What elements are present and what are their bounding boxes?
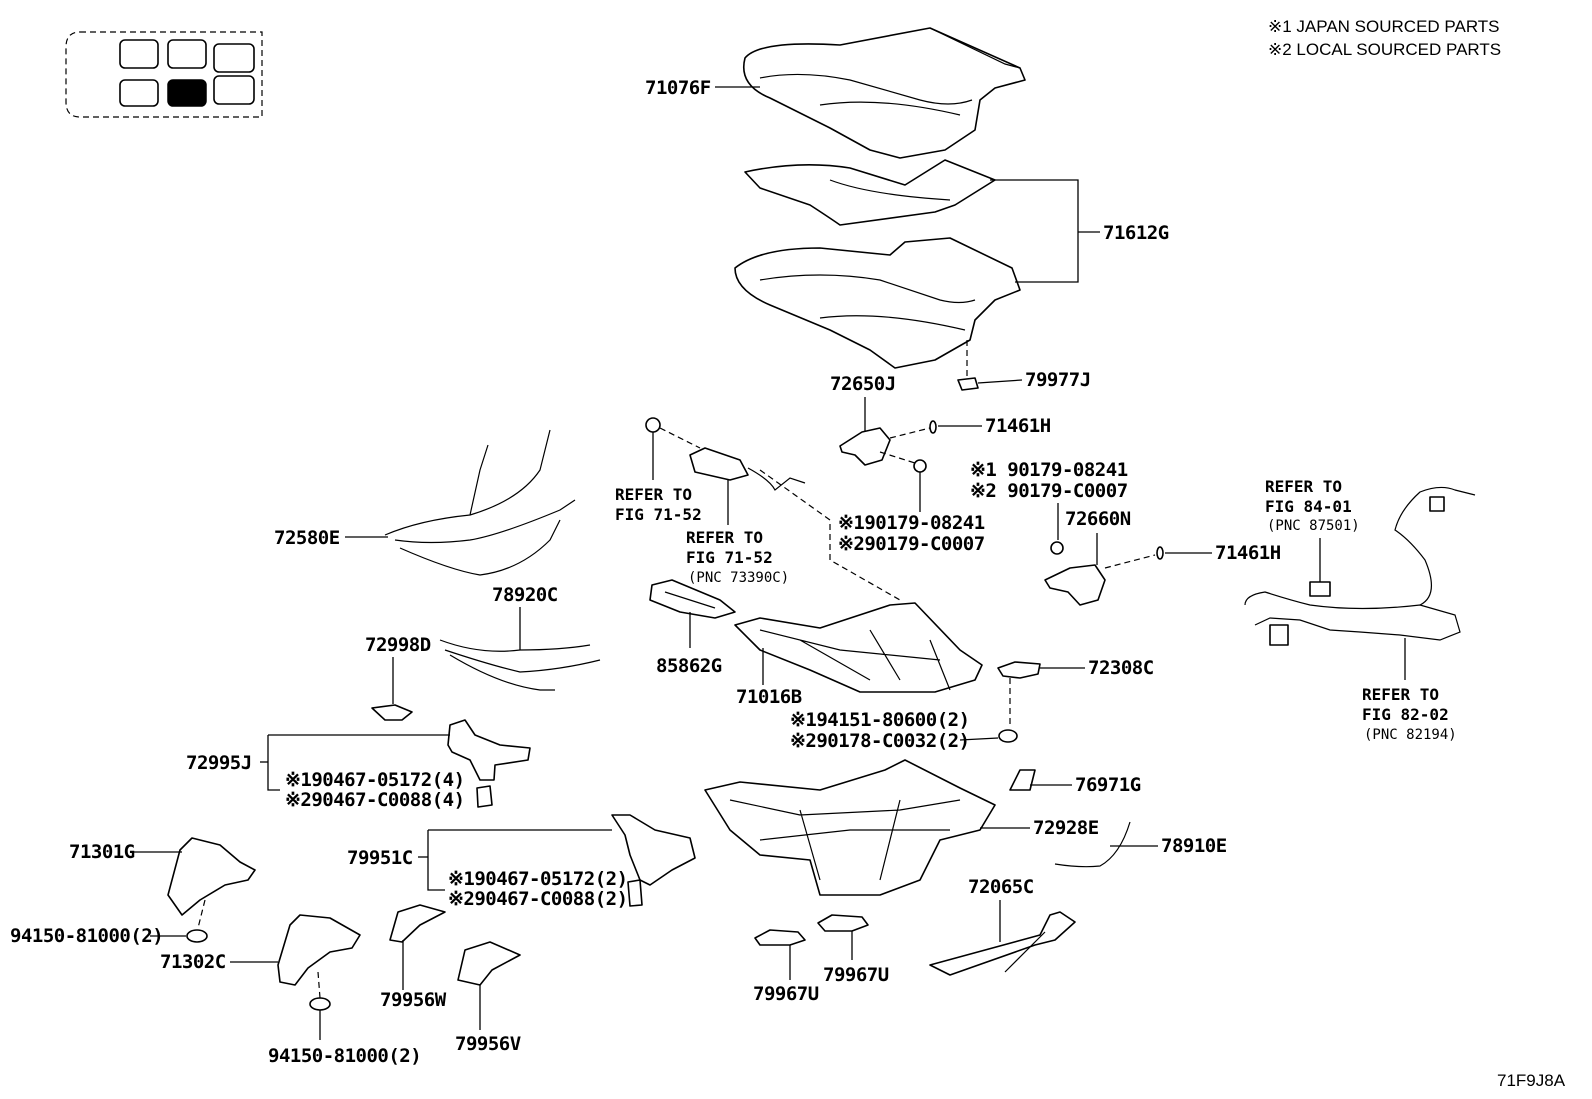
label-bolt-94150-81000-upper: 94150-81000(2) bbox=[10, 925, 163, 947]
label-85862G: 85862G bbox=[656, 655, 722, 677]
label-71302C: 71302C bbox=[160, 951, 226, 973]
ref-fig-71-52-b-line2: FIG 71-52 bbox=[686, 548, 773, 567]
seat-cushion-cover-drawing bbox=[743, 27, 1026, 159]
label-78910E: 78910E bbox=[1161, 835, 1227, 857]
label-72650J: 72650J bbox=[830, 373, 896, 395]
label-71301G: 71301G bbox=[69, 841, 135, 863]
ref-fig-71-52-b-line1: REFER TO bbox=[686, 528, 763, 547]
figure-id: 71F9J8A bbox=[1497, 1071, 1566, 1090]
callout-90179-08241-a: ※190179-08241 bbox=[838, 512, 985, 534]
callout-90467-05172-2: ※190467-05172(2) bbox=[448, 868, 628, 890]
callout-90179-08241-b: ※1 90179-08241 bbox=[970, 459, 1128, 481]
label-79951C: 79951C bbox=[347, 847, 413, 869]
seat-location-map bbox=[65, 31, 263, 118]
label-79977J: 79977J bbox=[1025, 369, 1091, 391]
ref-fig-84-01-line2: FIG 84-01 bbox=[1265, 497, 1352, 516]
callout-90467-C0088-2: ※290467-C0088(2) bbox=[448, 888, 628, 910]
ref-fig-71-52-a-line2: FIG 71-52 bbox=[615, 505, 702, 524]
seat-cushion-pad-drawing bbox=[734, 159, 1021, 369]
label-71461H-lower: 71461H bbox=[1215, 542, 1281, 564]
label-79956V: 79956V bbox=[455, 1033, 521, 1055]
label-79967U-right: 79967U bbox=[823, 964, 889, 986]
label-72308C: 72308C bbox=[1088, 657, 1154, 679]
ref-fig-82-02-line3: (PNC 82194) bbox=[1364, 727, 1457, 743]
selected-seat-marker bbox=[167, 79, 207, 107]
label-71612G: 71612G bbox=[1103, 222, 1169, 244]
ref-fig-71-52-b-line3: (PNC 73390C) bbox=[688, 570, 789, 586]
note-local-sourced: ※2 LOCAL SOURCED PARTS bbox=[1268, 40, 1501, 59]
callout-90467-C0088-4: ※290467-C0088(4) bbox=[285, 789, 465, 811]
ref-fig-82-02-line2: FIG 82-02 bbox=[1362, 705, 1449, 724]
label-79956W: 79956W bbox=[380, 989, 447, 1011]
callout-90179-C0007-a: ※290179-C0007 bbox=[838, 533, 985, 555]
note-japan-sourced: ※1 JAPAN SOURCED PARTS bbox=[1268, 17, 1500, 36]
label-72995J: 72995J bbox=[186, 752, 252, 774]
callout-90467-05172-4: ※190467-05172(4) bbox=[285, 769, 465, 791]
ref-fig-71-52-a-line1: REFER TO bbox=[615, 485, 692, 504]
ref-fig-82-02-line1: REFER TO bbox=[1362, 685, 1439, 704]
label-72928E: 72928E bbox=[1033, 817, 1099, 839]
label-72660N: 72660N bbox=[1065, 508, 1131, 530]
label-bolt-94150-81000-lower: 94150-81000(2) bbox=[268, 1045, 421, 1067]
label-71076F: 71076F bbox=[645, 77, 711, 99]
callout-94151-80600: ※194151-80600(2) bbox=[790, 709, 970, 731]
label-76971G: 76971G bbox=[1075, 774, 1141, 796]
label-72998D: 72998D bbox=[365, 634, 431, 656]
callout-90178-C0032: ※290178-C0032(2) bbox=[790, 730, 970, 752]
ref-fig-84-01-line1: REFER TO bbox=[1265, 477, 1342, 496]
label-72580E: 72580E bbox=[274, 527, 340, 549]
seat-lower-tray-drawing bbox=[704, 759, 996, 896]
label-79967U-left: 79967U bbox=[753, 983, 819, 1005]
ref-fig-84-01-line3: (PNC 87501) bbox=[1267, 518, 1360, 534]
seat-frame-drawing bbox=[734, 602, 983, 693]
callout-90179-C0007-b: ※2 90179-C0007 bbox=[970, 480, 1128, 502]
label-71461H-upper: 71461H bbox=[985, 415, 1051, 437]
label-71016B: 71016B bbox=[736, 686, 802, 708]
label-78920C: 78920C bbox=[492, 584, 558, 606]
label-72065C: 72065C bbox=[968, 876, 1034, 898]
